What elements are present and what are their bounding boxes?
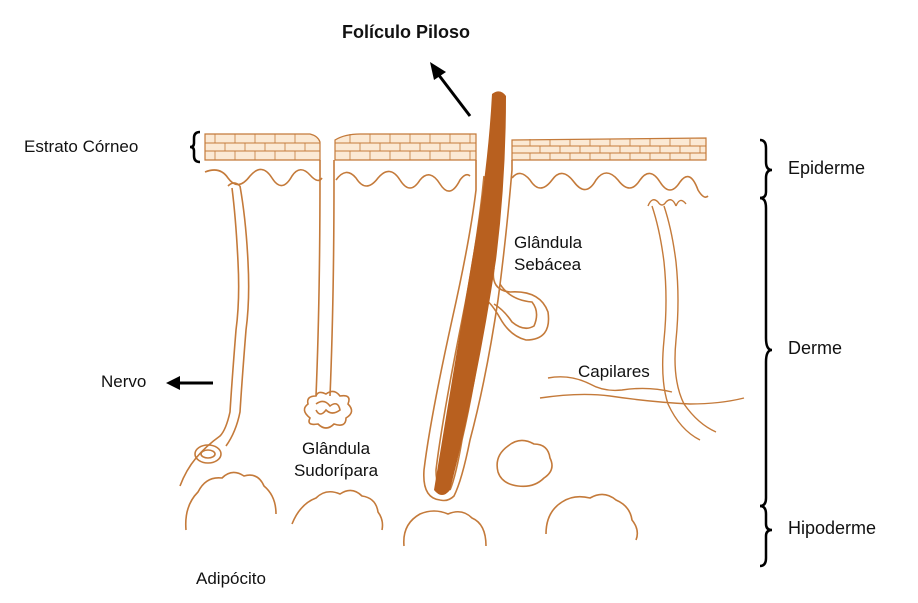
sweat-gland [304,160,351,428]
follicle-arrow [430,62,470,116]
epidermis-brace [760,140,772,198]
capillaries-label: Capilares [578,362,650,382]
sebaceous-gland [486,268,549,340]
adipocyte-label: Adipócito [196,569,266,589]
sebaceous-gland-label-line1: Glândula [514,232,582,254]
sweat-gland-label: Glândula Sudorípara [276,438,396,482]
hypodermis-brace [760,506,772,566]
sebaceous-gland-label: Glândula Sebácea [514,232,582,276]
sweat-gland-label-line1: Glândula [276,438,396,460]
stratum-corneum-brace [190,132,200,162]
dermal-epidermal-junction [205,169,708,197]
stratum-corneum-layer [205,134,706,160]
hypodermis-label: Hipoderme [788,518,876,539]
dermis-brace [760,198,772,506]
hair-follicle-label: Folículo Piloso [342,22,470,43]
epidermis-label: Epiderme [788,158,865,179]
nerve-arrow [166,376,213,390]
sebaceous-gland-label-line2: Sebácea [514,254,582,276]
nerve-label: Nervo [101,372,146,392]
sweat-gland-label-line2: Sudorípara [276,460,396,482]
stratum-corneum-label: Estrato Córneo [24,137,138,157]
dermis-label: Derme [788,338,842,359]
nerve [180,183,249,486]
adipocytes [186,440,638,546]
